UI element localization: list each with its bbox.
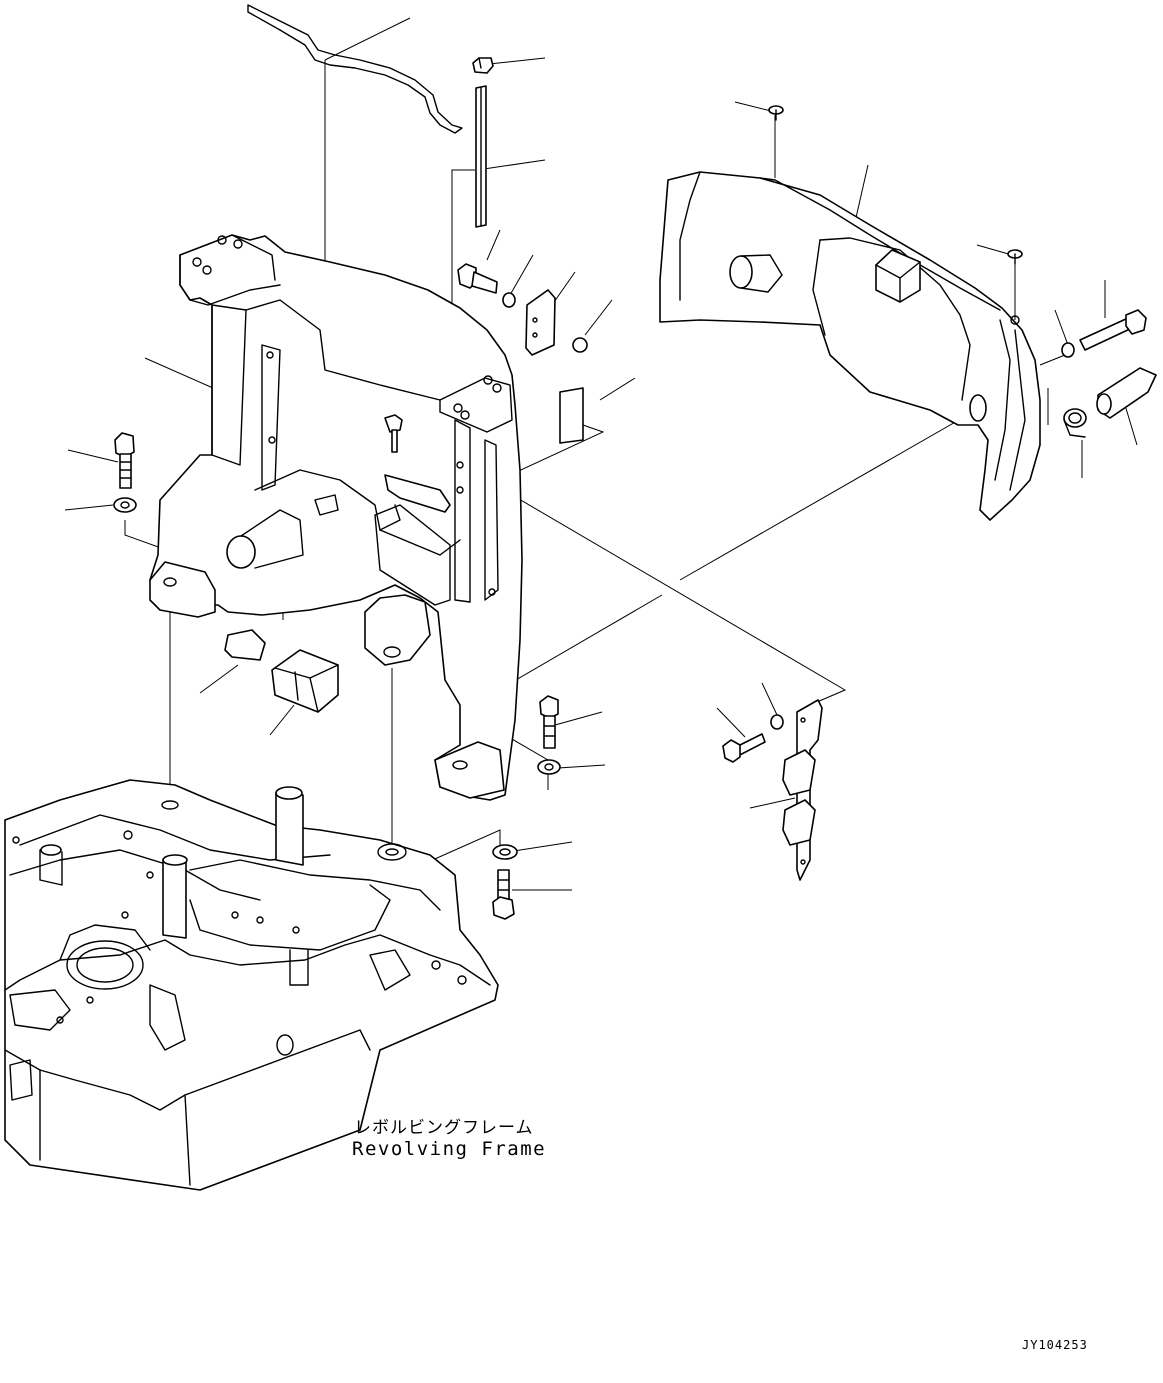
- bolt-long-right: [1080, 310, 1146, 350]
- label-plate: [560, 388, 583, 443]
- bolt-left: [115, 433, 134, 488]
- bracket-assembly: [783, 700, 822, 880]
- leader-lines: [65, 18, 1137, 890]
- rod-and-cap: [473, 58, 493, 227]
- main-frame: [150, 235, 522, 800]
- bolt-right-mid: [540, 696, 558, 748]
- bracket-inner: [385, 475, 450, 512]
- revolving-frame: [5, 780, 498, 1190]
- pad-small: [225, 630, 265, 660]
- clamp-right: [1064, 409, 1086, 437]
- counterweight-cover: [660, 172, 1040, 520]
- plate-bracket: [526, 290, 555, 355]
- washer-bracket: [771, 715, 783, 729]
- bolt-bracket: [723, 734, 765, 762]
- washer-lower: [493, 845, 517, 859]
- bolt-lower: [493, 870, 514, 919]
- washer-upper-2: [573, 338, 587, 352]
- frame-label-japanese: レボルビングフレーム: [354, 1118, 534, 1138]
- control-cable: [248, 5, 462, 133]
- washer-right-mid: [538, 760, 560, 774]
- bolt-inner: [385, 415, 402, 452]
- screw-cover-top: [769, 106, 783, 120]
- washer-left: [114, 498, 136, 512]
- washer-right: [1062, 343, 1074, 357]
- block-pad: [272, 650, 338, 712]
- bolt-upper: [458, 264, 497, 293]
- screw-cover-right: [1008, 250, 1022, 264]
- pipe-right: [1097, 368, 1156, 418]
- washer-upper: [503, 293, 515, 307]
- drawing-code: JY104253: [1022, 1338, 1088, 1352]
- frame-label-english: Revolving Frame: [352, 1138, 547, 1160]
